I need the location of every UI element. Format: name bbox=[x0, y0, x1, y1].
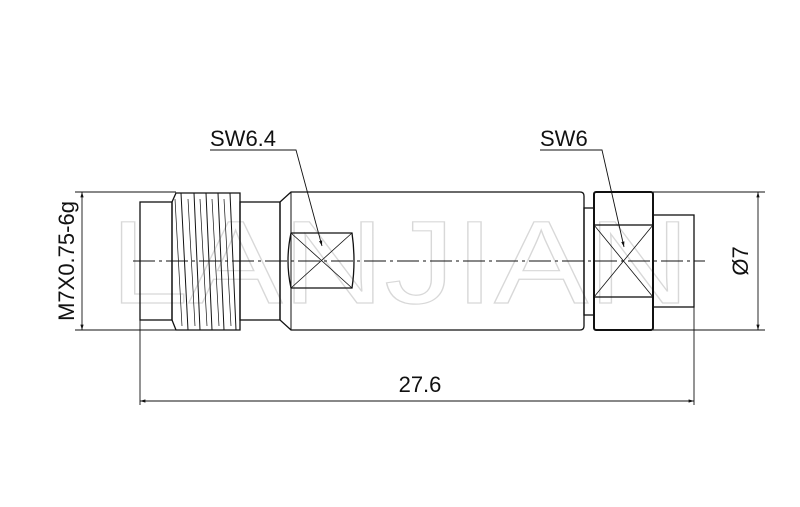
sw64-label: SW6.4 bbox=[210, 126, 276, 151]
thread-spec-label: M7X0.75-6g bbox=[54, 201, 79, 321]
sw6-leader bbox=[540, 149, 625, 248]
diameter-label: Ø7 bbox=[728, 246, 753, 275]
dimensions bbox=[75, 149, 765, 405]
body-wrench-flat bbox=[287, 232, 355, 289]
part-outline bbox=[139, 191, 695, 331]
sw6-label: SW6 bbox=[540, 126, 588, 151]
sw64-leader bbox=[210, 149, 323, 247]
body bbox=[279, 191, 585, 331]
length-label: 27.6 bbox=[399, 372, 442, 397]
thread-section bbox=[171, 192, 241, 331]
